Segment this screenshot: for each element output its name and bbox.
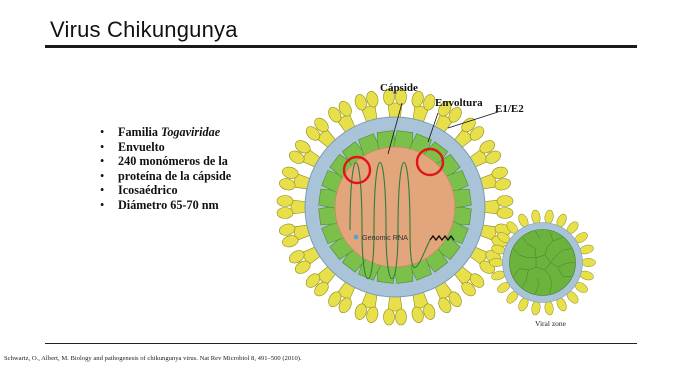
surface-spike xyxy=(544,209,554,224)
bullet-item: Diámetro 65-70 nm xyxy=(100,198,231,213)
bullet-text: 240 monómeros de la xyxy=(118,154,228,168)
capside-label: Cápside xyxy=(380,82,418,94)
bullet-item: 240 monómeros de la xyxy=(100,154,231,169)
citation: Schwartz, O., Albert, M. Biology and pat… xyxy=(4,355,302,362)
bullet-text: Familia xyxy=(118,125,161,139)
e1e2-label: E1/E2 xyxy=(495,103,524,115)
surface-spike xyxy=(544,301,554,316)
bullet-text: Diámetro 65-70 nm xyxy=(118,198,219,212)
capsid-core xyxy=(335,147,455,267)
image-credit: Viral zone xyxy=(535,319,566,328)
spike-glycoprotein xyxy=(384,293,407,325)
virus-surface-model xyxy=(486,206,599,319)
bullet-text: Icosaédrico xyxy=(118,183,178,197)
title-divider xyxy=(45,45,637,48)
bullet-text: proteína de la cápside xyxy=(118,169,231,183)
bullet-item: Familia Togaviridae xyxy=(100,125,231,140)
surface-spike xyxy=(531,209,541,224)
surface-capsid xyxy=(510,230,576,296)
spike-glycoprotein xyxy=(277,196,309,219)
envoltura-label: Envoltura xyxy=(435,97,483,109)
surface-spike xyxy=(582,258,596,266)
slide-title: Virus Chikungunya xyxy=(50,17,238,43)
bullet-italic-text: Togaviridae xyxy=(161,125,220,139)
virus-diagram: Genomic RNA xyxy=(270,80,520,332)
bullet-item: Envuelto xyxy=(100,140,231,155)
footer-divider xyxy=(45,343,637,344)
genomic-rna-label: Genomic RNA xyxy=(362,233,408,242)
bullet-list: Familia Togaviridae Envuelto 240 monómer… xyxy=(100,125,231,213)
bullet-item: Icosaédrico xyxy=(100,183,231,198)
bullet-text: Envuelto xyxy=(118,140,165,154)
surface-spike xyxy=(490,258,504,266)
surface-spike xyxy=(531,301,541,316)
rna-cap-dot xyxy=(354,235,359,240)
bullet-item: proteína de la cápside xyxy=(100,169,231,184)
